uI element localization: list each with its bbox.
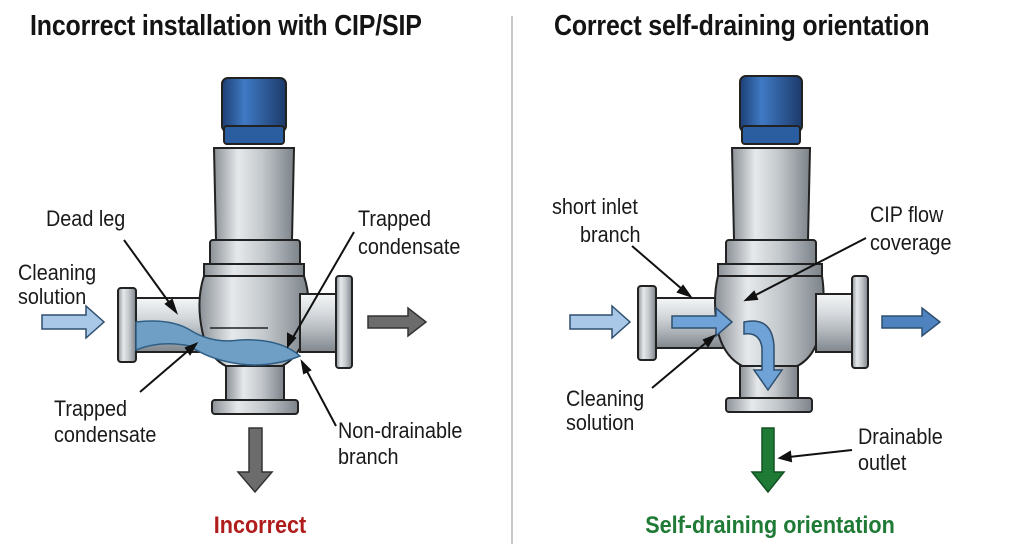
left-panel-title: Incorrect installation with CIP/SIP [30,10,422,42]
label-drainable-1: Drainable [858,424,943,449]
label-trapped-condensate-bottom-1: Trapped [54,396,128,421]
label-dead-leg: Dead leg [46,206,126,231]
label-cip-flow-1: CIP flow [870,202,944,227]
panel-divider [511,16,513,544]
left-valve-cap [221,77,287,133]
left-verdict: Incorrect [213,512,307,539]
right-verdict: Self-draining orientation [645,512,895,539]
left-bottom-arrow [236,427,274,494]
right-drain-arrow [750,427,786,494]
right-panel-title: Correct self-draining orientation [554,10,930,42]
label-non-drainable-2: branch [338,444,399,469]
label-trapped-condensate-top-1: Trapped [358,206,432,231]
right-outlet-arrow [881,306,942,338]
label-trapped-condensate-top-2: condensate [358,234,461,259]
right-valve-illustration [637,75,869,413]
label-short-inlet-2: branch [580,222,641,247]
label-short-inlet-1: short inlet [552,194,638,219]
right-curved-flow-arrow [743,320,784,392]
left-outlet-arrow [367,306,428,338]
label-drainable-2: outlet [858,450,907,475]
right-callout-lines [631,237,867,463]
label-cip-flow-2: coverage [870,230,952,255]
right-internal-flow-arrow [671,306,734,338]
left-callout-lines [123,231,355,427]
right-inlet-arrow [569,304,632,340]
label-cleaning-solution-left-1: Cleaning [18,260,97,285]
left-inlet-arrow [41,304,106,340]
label-trapped-condensate-bottom-2: condensate [54,422,157,447]
right-valve-cap [739,75,803,133]
label-cleaning-solution-right-2: solution [566,410,635,435]
label-cleaning-solution-left-2: solution [18,284,87,309]
label-cleaning-solution-right-1: Cleaning [566,386,645,411]
left-valve-illustration [117,77,353,415]
label-non-drainable-1: Non-drainable [338,418,463,443]
